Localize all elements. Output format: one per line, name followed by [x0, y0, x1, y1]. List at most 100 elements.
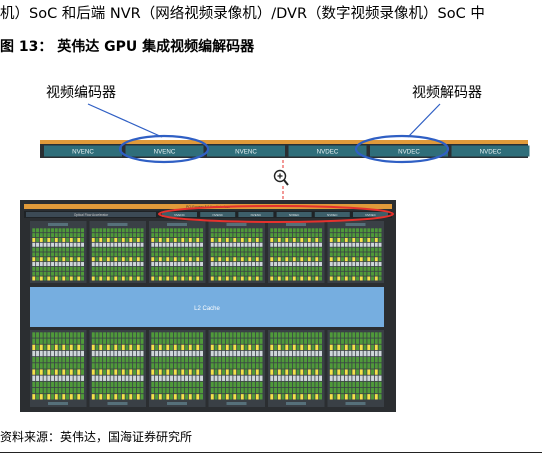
- sm-cell: [177, 387, 181, 394]
- sm-cell: [129, 262, 133, 267]
- sm-cell: [66, 247, 69, 252]
- sm-cell: [39, 266, 43, 271]
- sm-cell: [151, 387, 155, 394]
- sm-cell: [121, 381, 125, 388]
- sm-cell: [329, 237, 333, 242]
- sm-cell: [188, 262, 192, 267]
- sm-cell: [352, 242, 356, 247]
- sm-cell: [47, 247, 51, 252]
- sm-cell: [255, 375, 259, 381]
- sm-cell: [106, 363, 110, 369]
- sm-cell: [218, 363, 222, 369]
- sm-cell: [173, 257, 177, 262]
- sm-cell: [244, 276, 248, 281]
- sm-cell: [259, 237, 263, 242]
- sm-cell: [32, 228, 36, 233]
- sm-cell: [173, 375, 177, 381]
- sm-cell: [319, 332, 322, 338]
- sm-cell: [337, 233, 341, 238]
- strip-unit-label-5: NVDEC: [398, 149, 420, 156]
- sm-cell: [333, 242, 337, 247]
- sm-cell: [110, 357, 114, 363]
- sm-cell: [329, 247, 333, 252]
- sm-cell: [99, 276, 103, 281]
- sm-cell: [356, 375, 359, 381]
- sm-cell: [341, 262, 344, 267]
- sm-cell: [51, 375, 54, 381]
- sm-cell: [356, 332, 359, 338]
- sm-cell: [333, 276, 337, 281]
- sm-cell: [315, 344, 319, 351]
- sm-cell: [307, 363, 311, 369]
- sm-cell: [281, 271, 285, 276]
- sm-cell: [281, 363, 285, 369]
- sm-cell: [158, 257, 162, 262]
- sm-cell: [214, 332, 218, 338]
- sm-cell: [315, 247, 319, 252]
- sm-cell: [225, 247, 229, 252]
- sm-cell: [114, 228, 118, 233]
- sm-cell: [188, 242, 192, 247]
- sm-cell: [54, 338, 58, 344]
- sm-cell: [337, 338, 341, 344]
- sm-cell: [69, 262, 73, 267]
- sm-cell: [62, 242, 66, 247]
- sm-cell: [218, 242, 222, 247]
- sm-cell: [222, 369, 225, 375]
- sm-cell: [363, 387, 367, 394]
- sm-cell: [233, 237, 237, 242]
- sm-cell: [69, 276, 73, 281]
- sm-cell: [47, 237, 51, 242]
- sm-cell: [337, 228, 341, 233]
- sm-cell: [133, 381, 136, 388]
- sm-cell: [47, 357, 51, 363]
- die-unit-label-4: NVDEC: [289, 213, 300, 217]
- sm-cell: [125, 237, 129, 242]
- sm-cell: [129, 276, 133, 281]
- sm-cell: [32, 233, 36, 238]
- sm-cell: [319, 257, 322, 262]
- sm-cell: [240, 276, 244, 281]
- header-text: 机）SoC 和后端 NVR（网络视频录像机）/DVR（数字视频录像机）SoC 中: [0, 6, 485, 22]
- sm-cell: [244, 247, 248, 252]
- sm-cell: [136, 247, 140, 252]
- sm-cell: [173, 262, 177, 267]
- sm-cell: [329, 344, 333, 351]
- sm-cell: [277, 375, 281, 381]
- sm-cell: [274, 338, 277, 344]
- sm-cell: [54, 394, 58, 400]
- sm-cell: [356, 387, 359, 394]
- sm-cell: [54, 233, 58, 238]
- sm-cell: [248, 242, 252, 247]
- sm-cell: [170, 228, 173, 233]
- sm-cell: [319, 338, 322, 344]
- sm-cell: [173, 381, 177, 388]
- sm-cell: [136, 233, 140, 238]
- sm-cell: [129, 375, 133, 381]
- sm-cell: [277, 394, 281, 400]
- sm-cell: [329, 369, 333, 375]
- sm-cell: [158, 381, 162, 388]
- sm-cell: [233, 228, 237, 233]
- sm-cell: [121, 387, 125, 394]
- sm-cell: [103, 357, 106, 363]
- sm-cell: [81, 350, 84, 357]
- sm-cell: [196, 228, 200, 233]
- sm-cell: [281, 394, 285, 400]
- sm-cell: [110, 381, 114, 388]
- sm-cell: [374, 262, 378, 267]
- sm-cell: [118, 228, 121, 233]
- sm-cell: [43, 228, 47, 233]
- sm-cell: [315, 233, 319, 238]
- sm-cell: [255, 350, 259, 357]
- sm-cell: [292, 233, 296, 238]
- sm-cell: [319, 363, 322, 369]
- sm-cell: [274, 381, 277, 388]
- sm-cell: [378, 252, 382, 257]
- sm-cell: [166, 381, 170, 388]
- sm-cell: [196, 252, 200, 257]
- sm-cell: [103, 350, 106, 357]
- sm-cell: [289, 228, 292, 233]
- sm-cell: [237, 394, 240, 400]
- sm-cell: [129, 369, 133, 375]
